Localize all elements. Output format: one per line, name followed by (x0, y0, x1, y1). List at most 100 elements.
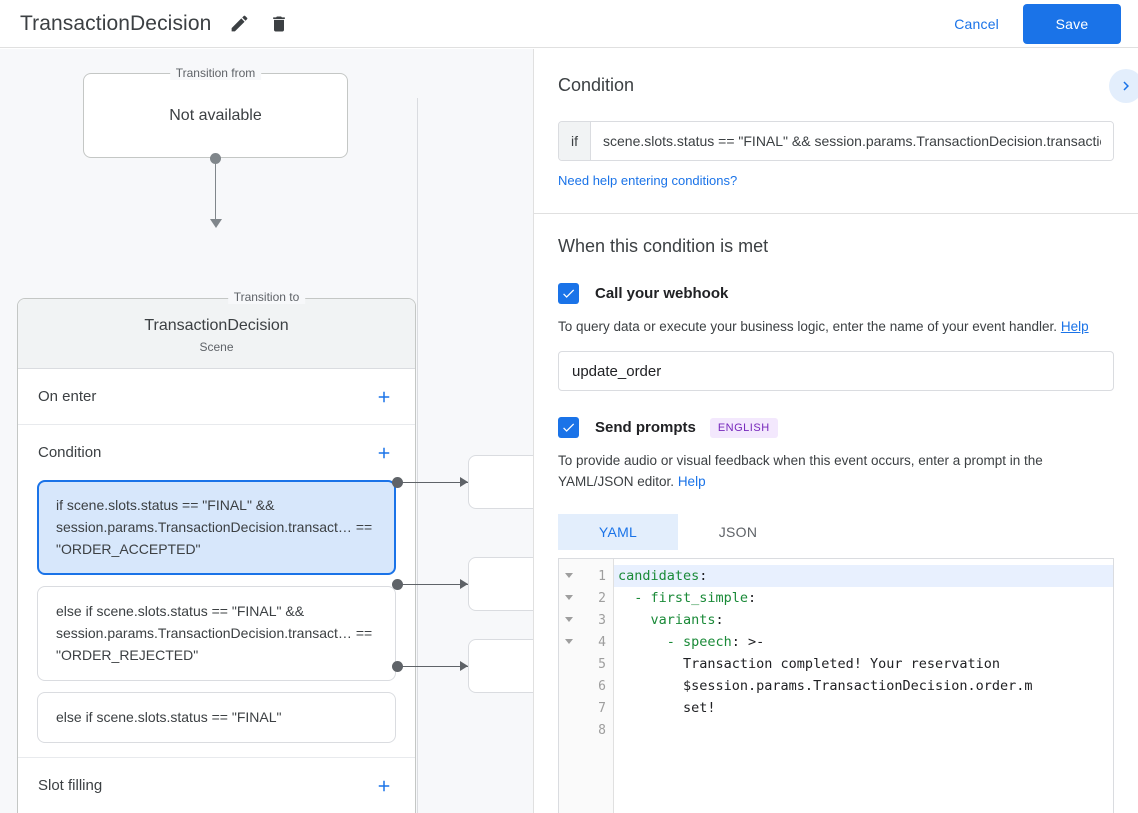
gutter-line-8: 8 (559, 719, 613, 741)
edge-dot (392, 477, 403, 488)
condition-section: Condition if Need help entering conditio… (534, 49, 1138, 214)
line-number: 4 (598, 634, 606, 650)
section-header-slot-filling: Slot filling (18, 758, 415, 813)
prompts-helper-text: To provide audio or visual feedback when… (558, 450, 1114, 492)
line-number: 5 (598, 656, 606, 672)
line-number: 1 (598, 568, 606, 584)
section-slot-filling: Slot filling Slot validation (18, 758, 415, 813)
condition-field: if (558, 121, 1114, 161)
webhook-help-link[interactable]: Help (1060, 319, 1089, 334)
call-webhook-checkbox[interactable] (558, 283, 579, 304)
gutter-line-6: 6 (559, 675, 613, 697)
editor-tabs: YAML JSON (558, 514, 1114, 550)
add-condition-icon[interactable] (373, 442, 395, 464)
section-title-condition: Condition (38, 444, 102, 461)
transition-from-legend: Transition from (169, 66, 262, 80)
met-heading: When this condition is met (558, 236, 769, 256)
condition-if-label: if (559, 122, 591, 160)
list-item[interactable]: if scene.slots.status == "FINAL" && sess… (37, 480, 396, 575)
gutter-line-4: 4 (559, 631, 613, 653)
code-line (614, 719, 1113, 741)
language-badge: ENGLISH (709, 417, 778, 438)
send-prompts-label: Send prompts (595, 419, 696, 436)
fold-caret-icon[interactable] (565, 639, 573, 644)
yaml-key: - first_simple (618, 590, 749, 606)
list-item[interactable]: else if scene.slots.status == "FINAL" &&… (37, 586, 396, 681)
target-node[interactable] (468, 557, 533, 611)
edge-arrowhead (460, 579, 468, 589)
webhook-helper-text: To query data or execute your business l… (558, 316, 1114, 337)
edge-dot (392, 661, 403, 672)
section-condition: Condition if scene.slots.status == "FINA… (18, 425, 415, 758)
fold-caret-icon[interactable] (565, 573, 573, 578)
list-item[interactable]: else if scene.slots.status == "FINAL" (37, 692, 396, 743)
tab-json[interactable]: JSON (718, 524, 758, 540)
code-line: - speech: >- (614, 631, 1113, 653)
app-header: TransactionDecision Cancel Save (0, 0, 1138, 48)
code-line: - first_simple: (614, 587, 1113, 609)
add-slot-filling-icon[interactable] (373, 775, 395, 797)
line-number: 8 (598, 722, 606, 738)
yaml-text: set! (618, 700, 716, 716)
connector-arrowhead (210, 219, 222, 228)
code-line: set! (614, 697, 1113, 719)
transition-to-legend: Transition to (227, 290, 306, 304)
scene-header[interactable]: TransactionDecision Scene (18, 299, 415, 369)
transition-from-value: Not available (169, 106, 262, 124)
yaml-punct: : (715, 612, 724, 628)
when-condition-met-section: When this condition is met Call your web… (534, 214, 1138, 813)
editor-code-area[interactable]: candidates: - first_simple: variants: - … (614, 559, 1113, 813)
condition-heading: Condition (558, 75, 635, 95)
section-on-enter: On enter (18, 369, 415, 425)
edge-arrowhead (460, 477, 468, 487)
target-node[interactable] (468, 639, 533, 693)
prompts-helper-sentence: To provide audio or visual feedback when… (558, 453, 1043, 489)
code-line: variants: (614, 609, 1113, 631)
yaml-text: Transaction completed! Your reservation (618, 656, 1001, 672)
yaml-text: $session.params.TransactionDecision.orde… (618, 678, 1033, 694)
add-on-enter-icon[interactable] (373, 386, 395, 408)
call-webhook-label: Call your webhook (595, 285, 729, 302)
yaml-key: - speech (618, 634, 732, 650)
cancel-button[interactable]: Cancel (940, 8, 1013, 40)
fold-caret-icon[interactable] (565, 595, 573, 600)
save-button[interactable]: Save (1023, 3, 1121, 44)
section-title-on-enter: On enter (38, 388, 97, 405)
gutter-line-3: 3 (559, 609, 613, 631)
edge-arrowhead (460, 661, 468, 671)
gutter-line-5: 5 (559, 653, 613, 675)
condition-help-link[interactable]: Need help entering conditions? (558, 173, 738, 188)
gutter-line-2: 2 (559, 587, 613, 609)
section-title-slot-filling: Slot filling (38, 777, 103, 794)
webhook-row: Call your webhook (558, 283, 1114, 304)
yaml-punct: : (699, 568, 708, 584)
section-header-condition: Condition (18, 425, 415, 480)
yaml-punct: : (748, 590, 757, 606)
condition-input[interactable] (591, 122, 1113, 160)
pencil-icon[interactable] (227, 12, 251, 36)
transition-to-card: TransactionDecision Scene On enter Condi… (17, 298, 416, 813)
webhook-helper-sentence: To query data or execute your business l… (558, 319, 1058, 334)
detail-panel: Condition if Need help entering conditio… (533, 49, 1138, 813)
scene-name: TransactionDecision (144, 317, 289, 334)
send-prompts-checkbox[interactable] (558, 417, 579, 438)
flow-canvas: Transition from Not available Transition… (0, 49, 533, 813)
connector-line (215, 158, 216, 222)
canvas-rail-divider (417, 98, 418, 813)
prompts-help-link[interactable]: Help (677, 474, 706, 489)
edge-line (398, 482, 468, 483)
chevron-right-icon[interactable] (1109, 69, 1138, 103)
edge-line (398, 584, 468, 585)
trash-icon[interactable] (267, 12, 291, 36)
webhook-handler-input[interactable] (558, 351, 1114, 391)
gutter-line-1: 1 (559, 565, 613, 587)
fold-caret-icon[interactable] (565, 617, 573, 622)
edge-line (398, 666, 468, 667)
code-line: candidates: (614, 565, 1113, 587)
target-node[interactable] (468, 455, 533, 509)
line-number: 6 (598, 678, 606, 694)
tab-yaml[interactable]: YAML (558, 514, 678, 550)
line-number: 2 (598, 590, 606, 606)
code-line: Transaction completed! Your reservation (614, 653, 1113, 675)
